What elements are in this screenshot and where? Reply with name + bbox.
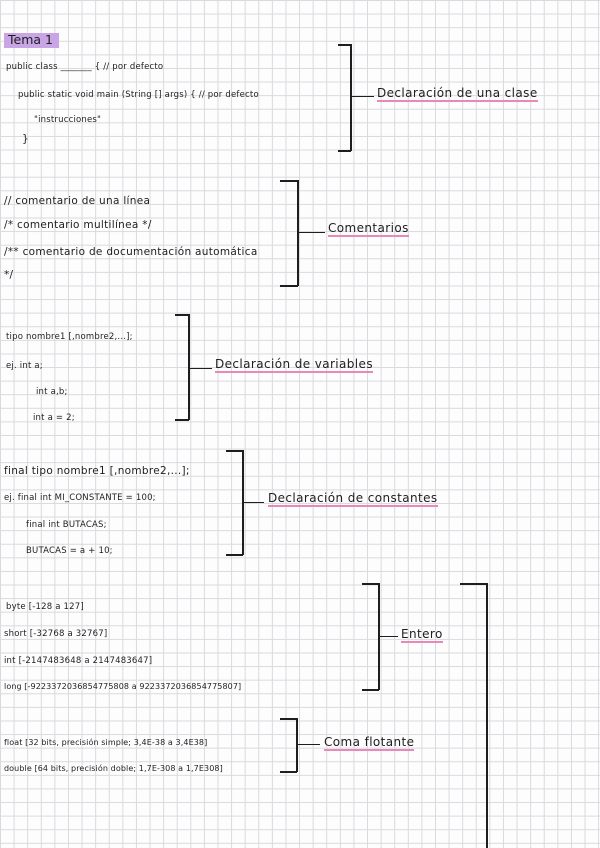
page-title: Tema 1 [4, 33, 59, 48]
code-line: "instrucciones" [34, 115, 102, 125]
code-line: final int BUTACAS; [26, 520, 107, 530]
code-line: /** comentario de documentación automáti… [4, 246, 258, 258]
code-line: public static void main (String [] args)… [18, 90, 259, 100]
code-line: } [22, 133, 29, 145]
code-line: float [32 bits, precisión simple; 3,4E-3… [4, 738, 208, 747]
code-line: int [-2147483648 a 2147483647] [4, 656, 153, 666]
code-line: ej. int a; [6, 361, 43, 371]
code-line: /* comentario multilínea */ [4, 219, 152, 231]
code-line: final tipo nombre1 [,nombre2,...]; [4, 465, 190, 477]
code-line: int a,b; [36, 387, 68, 397]
section-label: Entero [401, 627, 443, 643]
code-line: short [-32768 a 32767] [4, 629, 108, 639]
code-line: // comentario de una línea [4, 195, 151, 207]
code-line: int a = 2; [33, 413, 75, 423]
code-line: BUTACAS = a + 10; [26, 546, 113, 556]
section-label: Coma flotante [324, 735, 415, 751]
code-line: ej. final int MI_CONSTANTE = 100; [4, 493, 156, 503]
code-line: public class _______ { // por defecto [6, 62, 164, 72]
code-line: byte [-128 a 127] [6, 602, 84, 612]
section-label: Declaración de variables [215, 357, 373, 373]
code-line: long [-9223372036854775808 a 92233720368… [4, 682, 242, 691]
section-label: Declaración de constantes [268, 491, 438, 507]
section-label: Declaración de una clase [377, 86, 538, 102]
section-label: Comentarios [328, 221, 409, 237]
code-line: */ [4, 269, 14, 281]
code-line: tipo nombre1 [,nombre2,...]; [6, 332, 133, 342]
code-line: double [64 bits, precisión doble; 1,7E-3… [4, 764, 223, 773]
